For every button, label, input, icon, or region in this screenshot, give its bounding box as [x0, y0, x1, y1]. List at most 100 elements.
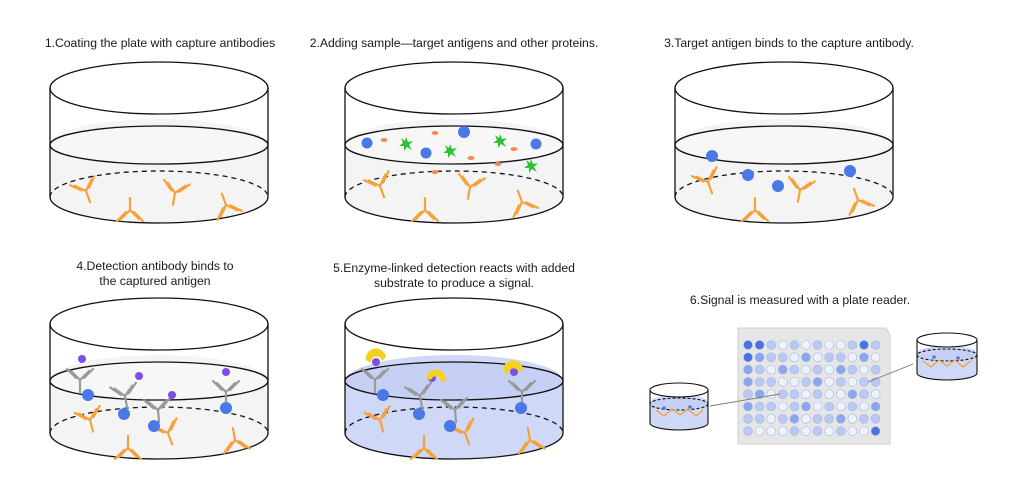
svg-text:substrate to produce a signal.: substrate to produce a signal.	[374, 276, 534, 290]
plate-well	[812, 352, 823, 363]
plate-well	[743, 389, 753, 400]
plate-well	[789, 426, 800, 436]
step-2-caption: 2.Adding sample—target antigens and othe…	[310, 36, 599, 50]
plate-well	[824, 389, 835, 400]
plate-well	[754, 426, 765, 436]
plate-well	[777, 377, 788, 387]
plate-well	[754, 364, 765, 375]
plate-well	[835, 426, 846, 436]
plate-well	[789, 401, 800, 412]
plate-well	[859, 364, 869, 375]
plate-well	[743, 340, 753, 350]
plate-well	[801, 352, 811, 363]
plate-well	[801, 364, 811, 375]
plate-well	[847, 389, 858, 400]
plate-well	[870, 401, 881, 412]
plate-well	[859, 377, 869, 387]
plate-well	[789, 340, 800, 350]
plate-well	[789, 364, 800, 375]
plate-well	[766, 413, 777, 424]
step-5-well	[344, 297, 564, 460]
plate-well	[870, 340, 881, 350]
small-well-left	[649, 382, 709, 431]
plate-well	[870, 364, 881, 375]
plate-well	[824, 426, 835, 436]
step-4-detection-tags	[78, 355, 230, 399]
plate-well	[859, 352, 869, 363]
plate-well	[743, 352, 753, 363]
plate-well	[812, 364, 823, 375]
plate-well	[743, 364, 753, 375]
plate-well	[743, 401, 753, 412]
plate-well	[801, 340, 811, 350]
plate-well	[777, 340, 788, 350]
plate-well	[789, 352, 800, 363]
step-5-antigens	[377, 389, 527, 432]
plate-well	[847, 413, 858, 424]
plate-well	[812, 340, 823, 350]
plate-well	[754, 377, 765, 387]
plate-well	[835, 413, 846, 424]
plate-well	[824, 401, 835, 412]
plate-well	[801, 377, 811, 387]
plate-well	[835, 401, 846, 412]
plate-well	[801, 389, 811, 400]
plate-well	[870, 413, 881, 424]
plate-well	[754, 401, 765, 412]
plate-well	[766, 401, 777, 412]
plate-well	[835, 352, 846, 363]
plate-well	[754, 413, 765, 424]
svg-text:5.Enzyme-linked detection reac: 5.Enzyme-linked detection reacts with ad…	[333, 261, 575, 275]
step-2-star-proteins	[399, 134, 538, 173]
small-well-right	[916, 332, 978, 381]
plate-well	[835, 364, 846, 375]
plate-well	[766, 352, 777, 363]
plate-reader	[737, 327, 891, 445]
svg-text:6.Signal is measured with a pl: 6.Signal is measured with a plate reader…	[690, 293, 910, 307]
step-2-target-antigens	[361, 126, 542, 159]
plate-well	[777, 352, 788, 363]
step-3-well	[674, 61, 894, 224]
plate-well	[847, 377, 858, 387]
plate-well	[801, 401, 811, 412]
step-6-caption: 6.Signal is measured with a plate reader…	[690, 293, 910, 307]
plate-well	[789, 389, 800, 400]
plate-well	[847, 352, 858, 363]
plate-well	[859, 340, 869, 350]
plate-well	[824, 364, 835, 375]
plate-well	[859, 413, 869, 424]
plate-well	[777, 426, 788, 436]
svg-text:3.Target antigen binds to the: 3.Target antigen binds to the capture an…	[664, 36, 914, 50]
step-2-other-proteins	[380, 131, 518, 174]
plate-well	[847, 364, 858, 375]
step-5-enzyme-signals	[365, 348, 523, 383]
plate-well	[812, 377, 823, 387]
plate-well	[743, 413, 753, 424]
plate-well	[766, 340, 777, 350]
plate-well	[743, 377, 753, 387]
plate-well	[743, 426, 753, 436]
plate-well	[835, 377, 846, 387]
plate-well	[789, 413, 800, 424]
plate-well	[812, 413, 823, 424]
svg-text:1.Coating the plate with captu: 1.Coating the plate with capture antibod…	[45, 36, 275, 50]
step-3-bound-antigens	[706, 150, 856, 192]
plate-well	[870, 352, 881, 363]
plate-well	[824, 352, 835, 363]
plate-well	[812, 426, 823, 436]
plate-well	[824, 340, 835, 350]
plate-well	[824, 377, 835, 387]
plate-well	[812, 389, 823, 400]
plate-well	[766, 426, 777, 436]
plate-well	[835, 340, 846, 350]
plate-well	[812, 401, 823, 412]
step-4-caption: 4.Detection antibody binds to the captur…	[76, 259, 233, 288]
plate-well	[847, 401, 858, 412]
plate-well	[801, 426, 811, 436]
step-3-caption: 3.Target antigen binds to the capture an…	[664, 36, 914, 50]
step-1-well	[49, 61, 269, 224]
step-2-well	[344, 61, 564, 224]
plate-wells	[743, 340, 881, 436]
plate-well	[766, 364, 777, 375]
